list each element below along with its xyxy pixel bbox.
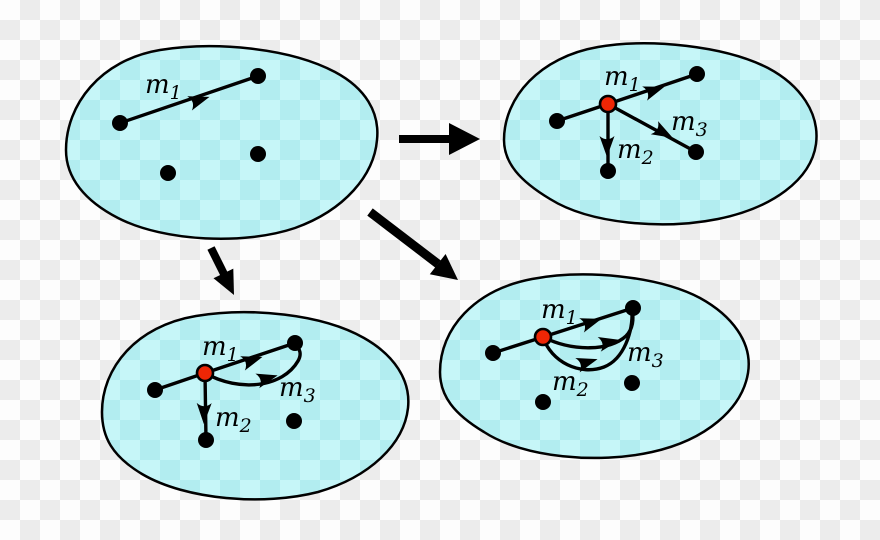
graph-node <box>549 113 565 129</box>
label-subscript: 2 <box>239 415 252 437</box>
edge-m2-curved <box>541 308 634 372</box>
label-m1: m1 <box>145 70 182 104</box>
label-m2: m2 <box>617 135 654 169</box>
blob-top-left <box>64 44 379 241</box>
label-base: m <box>279 373 304 403</box>
graph-node <box>625 300 641 316</box>
graph-node <box>688 144 704 160</box>
panel-top-left: m1 <box>64 44 379 241</box>
free-node <box>286 413 302 429</box>
arrow-down-head-icon <box>213 268 234 295</box>
panel-bottom-left: m1 m2 m3 <box>100 310 410 501</box>
red-node <box>195 363 215 383</box>
graph-node <box>198 432 214 448</box>
label-base: m <box>671 107 696 137</box>
graph-node <box>147 382 163 398</box>
label-m1: m1 <box>202 332 239 366</box>
edge-m1 <box>118 74 260 125</box>
label-m1: m1 <box>541 295 578 329</box>
label-m2: m2 <box>552 367 589 401</box>
label-base: m <box>627 338 652 368</box>
label-base: m <box>541 295 566 325</box>
graph-node <box>600 163 616 179</box>
label-base: m <box>617 135 642 165</box>
label-base: m <box>145 70 170 100</box>
blob-bottom-right <box>438 273 750 460</box>
label-subscript: 1 <box>629 74 641 96</box>
graph-node <box>689 66 705 82</box>
graph-node <box>112 115 128 131</box>
graph-node <box>287 335 303 351</box>
label-m3: m3 <box>671 107 708 141</box>
free-node <box>535 394 551 410</box>
blob-bottom-left <box>100 310 410 501</box>
label-subscript: 3 <box>304 385 316 407</box>
label-subscript: 1 <box>566 307 578 329</box>
edge-m3 <box>606 102 698 154</box>
label-m2: m2 <box>215 403 252 437</box>
transition-arrows <box>207 123 480 295</box>
free-node <box>160 165 176 181</box>
label-subscript: 2 <box>576 379 589 401</box>
label-subscript: 1 <box>227 344 239 366</box>
label-subscript: 1 <box>170 82 182 104</box>
label-base: m <box>215 403 240 433</box>
label-base: m <box>552 367 577 397</box>
arrow-right-head-icon <box>449 123 480 155</box>
graph-node <box>250 68 266 84</box>
label-m1: m1 <box>604 62 641 96</box>
label-subscript: 3 <box>652 350 664 372</box>
arrow-diagonal-head-icon <box>429 254 458 280</box>
arrow-down-shaft <box>207 246 228 276</box>
label-subscript: 2 <box>641 147 654 169</box>
panel-top-right: m1 m2 m3 <box>502 42 818 226</box>
free-node <box>624 375 640 391</box>
label-base: m <box>202 332 227 362</box>
label-m3: m3 <box>279 373 316 407</box>
label-base: m <box>604 62 629 92</box>
arrow-diagonal-shaft <box>367 208 441 268</box>
panel-bottom-right: m1 m2 m3 <box>438 273 750 460</box>
red-node <box>598 94 618 114</box>
label-subscript: 3 <box>696 119 708 141</box>
red-node <box>533 327 553 347</box>
label-m3: m3 <box>627 338 664 372</box>
free-node <box>250 146 266 162</box>
graph-node <box>485 345 501 361</box>
